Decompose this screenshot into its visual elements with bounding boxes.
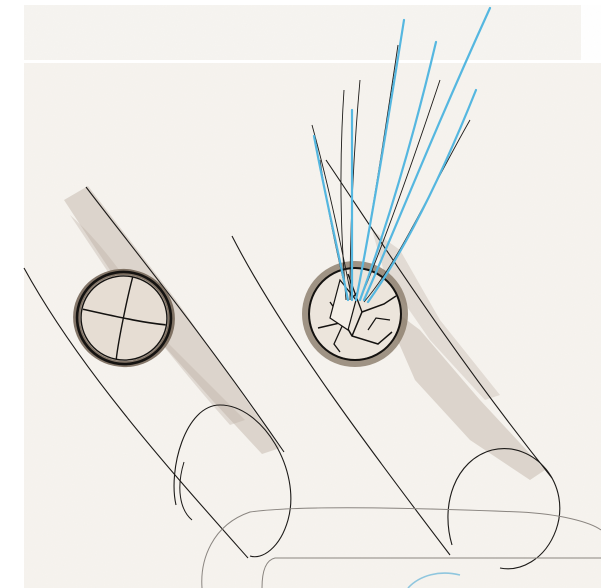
right-fractured-disc <box>302 261 408 367</box>
right-disc-face <box>310 269 400 359</box>
